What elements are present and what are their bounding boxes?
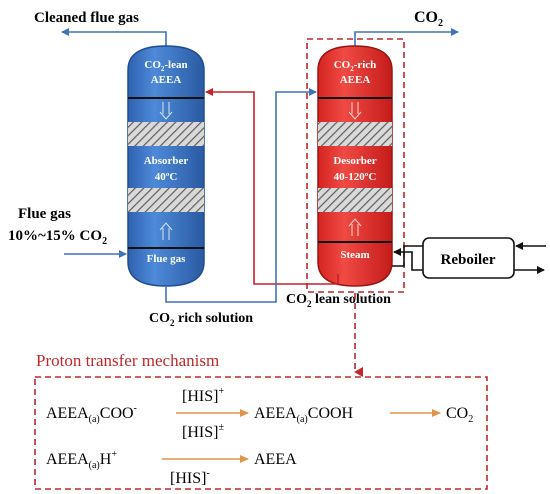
absorber-packing-upper [128,122,204,146]
absorber-top-label-2: AEEA [151,74,182,86]
r1-product: CO2 [446,405,473,425]
absorber-top-label: CO2-lean [144,59,187,73]
r1-catalyst-top: [HIS]+ [182,386,224,405]
co2-lean-solution-label: CO2 lean solution [286,292,391,309]
mechanism-title: Proton transfer mechanism [36,351,219,370]
co2-outlet-line [354,28,459,48]
absorber-bottom-label: Flue gas [147,253,187,265]
r2-reactant: AEEA(a)H+ [46,449,117,471]
mechanism-box [34,376,488,490]
absorber-temp: 40ºC [155,171,178,183]
rich-solution-line [165,88,317,303]
desorber-name: Desorber [333,155,376,167]
r1-intermediate: AEEA(a)COOH [254,405,354,425]
desorber-column [317,45,393,287]
r2-product: AEEA [254,451,297,468]
reboiler-feed-line [392,245,423,267]
cleaned-flue-gas-label: Cleaned flue gas [34,10,139,26]
cleaned-gas-line [61,28,167,48]
desorber-highlight-box [306,38,405,293]
flue-gas-conc-label: 10%~15% CO2 [8,228,107,247]
flue-gas-label: Flue gas [18,206,71,222]
co2-rich-solution-label: CO2 rich solution [149,311,253,328]
reboiler-label: Reboiler [441,252,496,268]
desorber-bottom-label: Steam [340,249,369,261]
reboiler-return-line [393,248,423,271]
desorber-top-label-2: AEEA [340,74,371,86]
r1-reactant: AEEA(a)COO- [46,403,137,425]
desorber-packing-lower [318,188,392,212]
desorber-temp: 40-120ºC [334,171,377,183]
co2-product-label: CO2 [414,9,443,29]
absorber-column [127,45,205,287]
desorber-top-label: CO2-rich [334,59,377,73]
absorber-packing-lower [128,188,204,212]
lean-solution-line [205,88,339,285]
desorber-packing-upper [318,122,392,146]
reboiler-box [422,237,515,279]
absorber-name: Absorber [144,155,189,167]
r1-catalyst-bottom: [HIS]± [182,422,224,441]
r2-catalyst: [HIS]- [170,468,210,487]
